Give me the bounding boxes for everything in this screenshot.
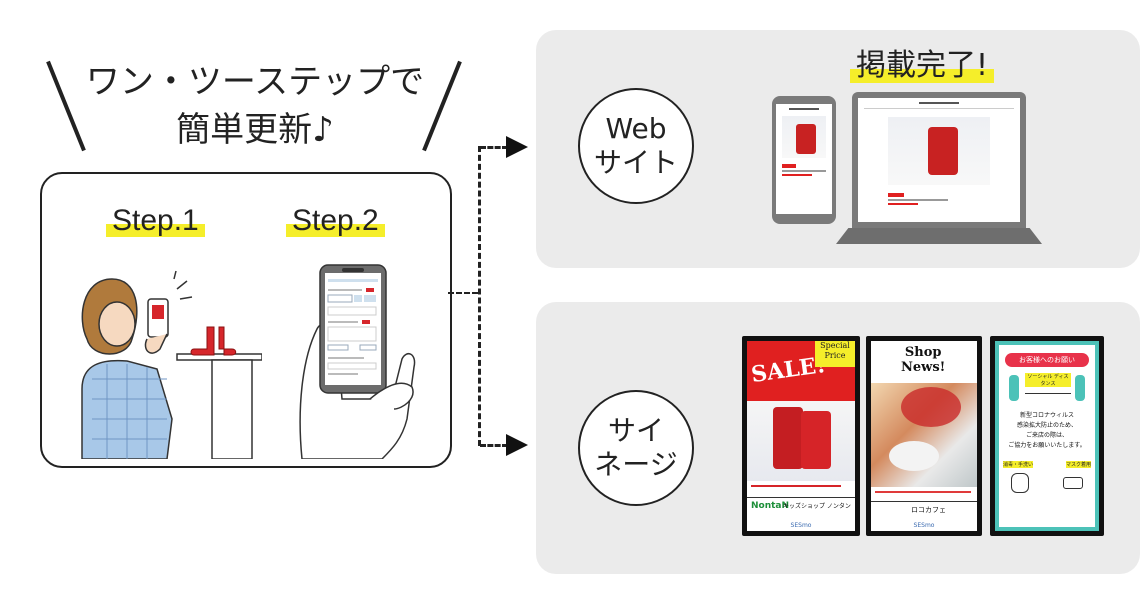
signage-circle-line2: ネージ [594,448,678,481]
web-laptop-mockup [852,92,1026,228]
handwash-icon [1011,473,1029,493]
social-distance-label: ソーシャル ディスタンス [1025,373,1071,387]
catchphrase-line2: 簡単更新♪ [176,110,334,150]
connector-top [480,146,508,149]
catchphrase-line1: ワン・ツーステップで [85,62,425,102]
cafe-name: ロコカフェ [911,506,946,514]
catchphrase: ワン・ツーステップで 簡単更新♪ [60,58,450,154]
kids-shop-name: キッズショップ ノンタン [783,503,851,510]
signage-circle-line1: サイ [607,414,664,447]
laptop-base [836,228,1042,244]
signage-shop-news: Shop News! ロコカフェ SESmo [866,336,982,536]
mask-icon [1063,477,1083,489]
web-circle-line2: サイト [593,146,678,179]
shop-news-line2: News! [901,360,946,375]
web-circle-line1: Web [605,112,667,145]
hand-holding-phone-illustration [299,264,416,459]
handwash-label: 消毒・手洗い [1003,461,1034,468]
person-photographing-illustration [81,270,262,459]
notice-body-line1: 新型コロナウィルス [1019,412,1074,419]
connector-bottom [480,444,508,447]
notice-body-line3: ご来店の際は、 [1025,432,1068,439]
mask-label: マスク着用 [1065,461,1091,468]
notice-header: お客様へのお願い [1005,353,1089,367]
sign2-footer: SESmo [913,522,935,529]
signage-circle: サイ ネージ [578,390,694,506]
kids-shop-logo: NontaN [751,501,790,511]
arrowhead-bottom-icon [506,434,528,456]
connector-stem [448,292,478,294]
web-panel: Web サイト 掲載完了! [536,30,1140,268]
signage-covid-notice: お客様へのお願い ソーシャル ディスタンス 新型コロナウィルス 感染拡大防止のた… [990,336,1104,536]
signage-panel: サイ ネージ SALE! Special Price NontaN キッズショッ… [536,302,1140,574]
sign1-footer: SESmo [790,522,812,529]
connector-vertical [478,146,481,446]
step1-label: Step.1 [106,204,205,238]
notice-body-line4: ご協力をお願いいたします。 [1008,442,1086,449]
web-phone-mockup [772,96,836,224]
web-circle: Web サイト [578,88,694,204]
shop-news-line1: Shop [904,345,942,360]
arrowhead-top-icon [506,136,528,158]
steps-box: Step.1 Step.2 [40,172,452,468]
signage-sale: SALE! Special Price NontaN キッズショップ ノンタン … [742,336,860,536]
notice-body-line2: 感染拡大防止のため、 [1016,422,1077,429]
step2-label: Step.2 [286,204,385,238]
publish-complete-label: 掲載完了! [850,40,995,84]
special-price-label: Special Price [815,341,855,367]
